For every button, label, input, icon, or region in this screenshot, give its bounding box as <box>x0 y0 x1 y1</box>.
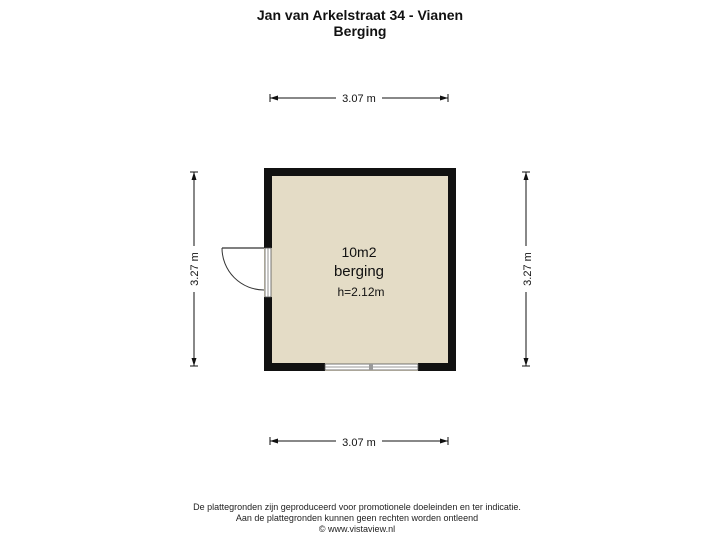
disclaimer-line-1: De plattegronden zijn geproduceerd voor … <box>193 502 521 512</box>
plan-title: Jan van Arkelstraat 34 - Vianen <box>256 7 464 23</box>
room-height: h=2.12m <box>337 285 384 299</box>
dimension-top-label: 3.07 m <box>342 93 376 105</box>
room-area: 10m2 <box>341 244 376 260</box>
plan-subtitle: Berging <box>333 23 387 39</box>
dimension-bottom: 3.07 m <box>269 434 449 449</box>
room-walls <box>264 168 456 371</box>
dimension-right: 3.27 m <box>519 171 534 367</box>
copyright-link[interactable]: © www.vistaview.nl <box>318 524 396 534</box>
room-name: berging <box>334 263 384 280</box>
dimension-left-label: 3.27 m <box>189 252 201 286</box>
dimension-bottom-label: 3.07 m <box>342 437 376 449</box>
disclaimer-line-2: Aan de plattegronden kunnen geen rechten… <box>235 513 479 523</box>
dimension-right-label: 3.27 m <box>522 252 534 286</box>
dimension-top: 3.07 m <box>269 90 449 105</box>
room-floor <box>264 168 456 371</box>
dimension-left: 3.27 m <box>187 171 201 367</box>
door <box>221 247 272 298</box>
window-bottom <box>324 363 419 371</box>
